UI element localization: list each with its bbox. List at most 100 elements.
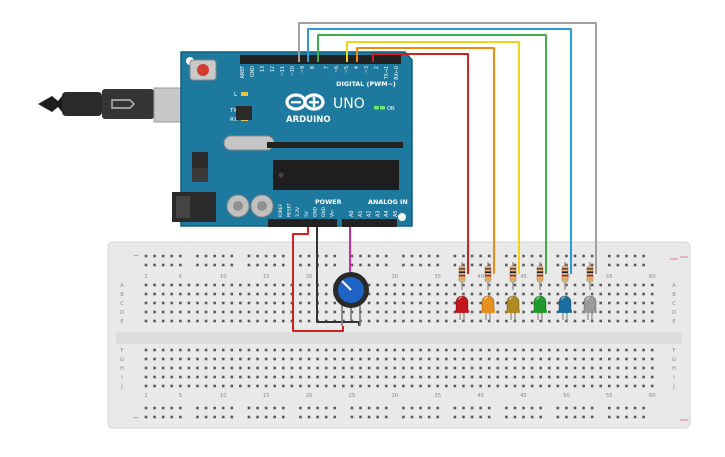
rail-hole[interactable] (573, 254, 577, 258)
breadboard-hole[interactable] (247, 310, 251, 314)
breadboard-hole[interactable] (445, 366, 448, 370)
rail-hole[interactable] (462, 254, 465, 258)
breadboard-hole[interactable] (281, 366, 285, 370)
rail-hole[interactable] (556, 415, 560, 419)
breadboard-hole[interactable] (650, 301, 654, 305)
breadboard-hole[interactable] (316, 366, 319, 370)
breadboard-hole[interactable] (376, 357, 379, 361)
breadboard-hole[interactable] (573, 348, 577, 352)
breadboard-hole[interactable] (213, 348, 216, 352)
breadboard-hole[interactable] (290, 319, 294, 323)
breadboard-hole[interactable] (307, 292, 311, 296)
breadboard-hole[interactable] (247, 319, 251, 323)
breadboard-hole[interactable] (230, 348, 234, 352)
breadboard-hole[interactable] (616, 357, 620, 361)
breadboard-hole[interactable] (556, 357, 560, 361)
breadboard-hole[interactable] (402, 283, 405, 287)
signal-wire[interactable] (317, 34, 547, 274)
breadboard-hole[interactable] (445, 348, 448, 352)
breadboard-hole[interactable] (273, 301, 276, 305)
breadboard-hole[interactable] (608, 283, 611, 287)
breadboard-hole[interactable] (410, 310, 414, 314)
rail-hole[interactable] (522, 263, 525, 267)
rail-hole[interactable] (402, 415, 405, 419)
breadboard-hole[interactable] (410, 366, 414, 370)
rail-hole[interactable] (273, 254, 276, 258)
rail-hole[interactable] (144, 415, 148, 419)
breadboard-hole[interactable] (307, 310, 311, 314)
rail-hole[interactable] (419, 406, 422, 410)
rail-hole[interactable] (213, 415, 216, 419)
rail-hole[interactable] (281, 263, 285, 267)
breadboard-hole[interactable] (221, 319, 225, 323)
rail-hole[interactable] (487, 406, 491, 410)
breadboard-hole[interactable] (530, 366, 534, 370)
led[interactable] (506, 295, 520, 322)
breadboard-hole[interactable] (393, 384, 397, 388)
breadboard-hole[interactable] (650, 366, 654, 370)
breadboard-hole[interactable] (402, 357, 405, 361)
breadboard-hole[interactable] (582, 375, 585, 379)
rail-hole[interactable] (453, 415, 457, 419)
rail-hole[interactable] (264, 263, 268, 267)
breadboard-hole[interactable] (153, 301, 156, 305)
breadboard-hole[interactable] (410, 301, 414, 305)
rail-hole[interactable] (247, 415, 251, 419)
rail-hole[interactable] (359, 254, 362, 258)
rail-hole[interactable] (590, 263, 594, 267)
breadboard-hole[interactable] (505, 348, 508, 352)
rail-hole[interactable] (144, 263, 148, 267)
breadboard-hole[interactable] (547, 366, 551, 370)
breadboard-hole[interactable] (350, 384, 354, 388)
ground-wire[interactable] (316, 227, 360, 326)
breadboard-hole[interactable] (161, 283, 165, 287)
rail-hole[interactable] (204, 415, 208, 419)
breadboard-hole[interactable] (522, 283, 525, 287)
breadboard-hole[interactable] (384, 283, 388, 287)
breadboard-hole[interactable] (144, 319, 148, 323)
breadboard-hole[interactable] (264, 366, 268, 370)
breadboard-hole[interactable] (359, 357, 362, 361)
breadboard-hole[interactable] (547, 310, 551, 314)
rail-hole[interactable] (556, 406, 560, 410)
rail-hole[interactable] (513, 254, 517, 258)
breadboard-hole[interactable] (470, 366, 474, 370)
rail-hole[interactable] (505, 406, 508, 410)
breadboard-hole[interactable] (273, 292, 276, 296)
breadboard-hole[interactable] (307, 348, 311, 352)
breadboard-hole[interactable] (256, 375, 259, 379)
breadboard-hole[interactable] (144, 348, 148, 352)
breadboard-hole[interactable] (539, 292, 542, 296)
breadboard-hole[interactable] (625, 357, 628, 361)
breadboard-hole[interactable] (573, 292, 577, 296)
rail-hole[interactable] (367, 254, 371, 258)
breadboard-hole[interactable] (462, 348, 465, 352)
breadboard-hole[interactable] (496, 310, 500, 314)
breadboard-hole[interactable] (419, 357, 422, 361)
breadboard-hole[interactable] (359, 348, 362, 352)
breadboard-hole[interactable] (333, 348, 337, 352)
rail-hole[interactable] (616, 254, 620, 258)
rail-hole[interactable] (153, 415, 156, 419)
rail-hole[interactable] (384, 406, 388, 410)
breadboard-hole[interactable] (427, 301, 431, 305)
rail-hole[interactable] (324, 263, 328, 267)
breadboard-hole[interactable] (556, 283, 560, 287)
breadboard-hole[interactable] (616, 301, 620, 305)
rail-hole[interactable] (273, 406, 276, 410)
rail-hole[interactable] (324, 415, 328, 419)
breadboard-hole[interactable] (264, 292, 268, 296)
breadboard-hole[interactable] (144, 301, 148, 305)
breadboard-hole[interactable] (153, 375, 156, 379)
breadboard-hole[interactable] (445, 301, 448, 305)
rail-hole[interactable] (565, 254, 568, 258)
breadboard-hole[interactable] (650, 292, 654, 296)
rail-hole[interactable] (513, 415, 517, 419)
breadboard-hole[interactable] (299, 375, 302, 379)
breadboard-hole[interactable] (376, 348, 379, 352)
breadboard-hole[interactable] (608, 384, 611, 388)
breadboard-hole[interactable] (427, 319, 431, 323)
breadboard-hole[interactable] (393, 310, 397, 314)
breadboard-hole[interactable] (384, 310, 388, 314)
rail-hole[interactable] (161, 263, 165, 267)
